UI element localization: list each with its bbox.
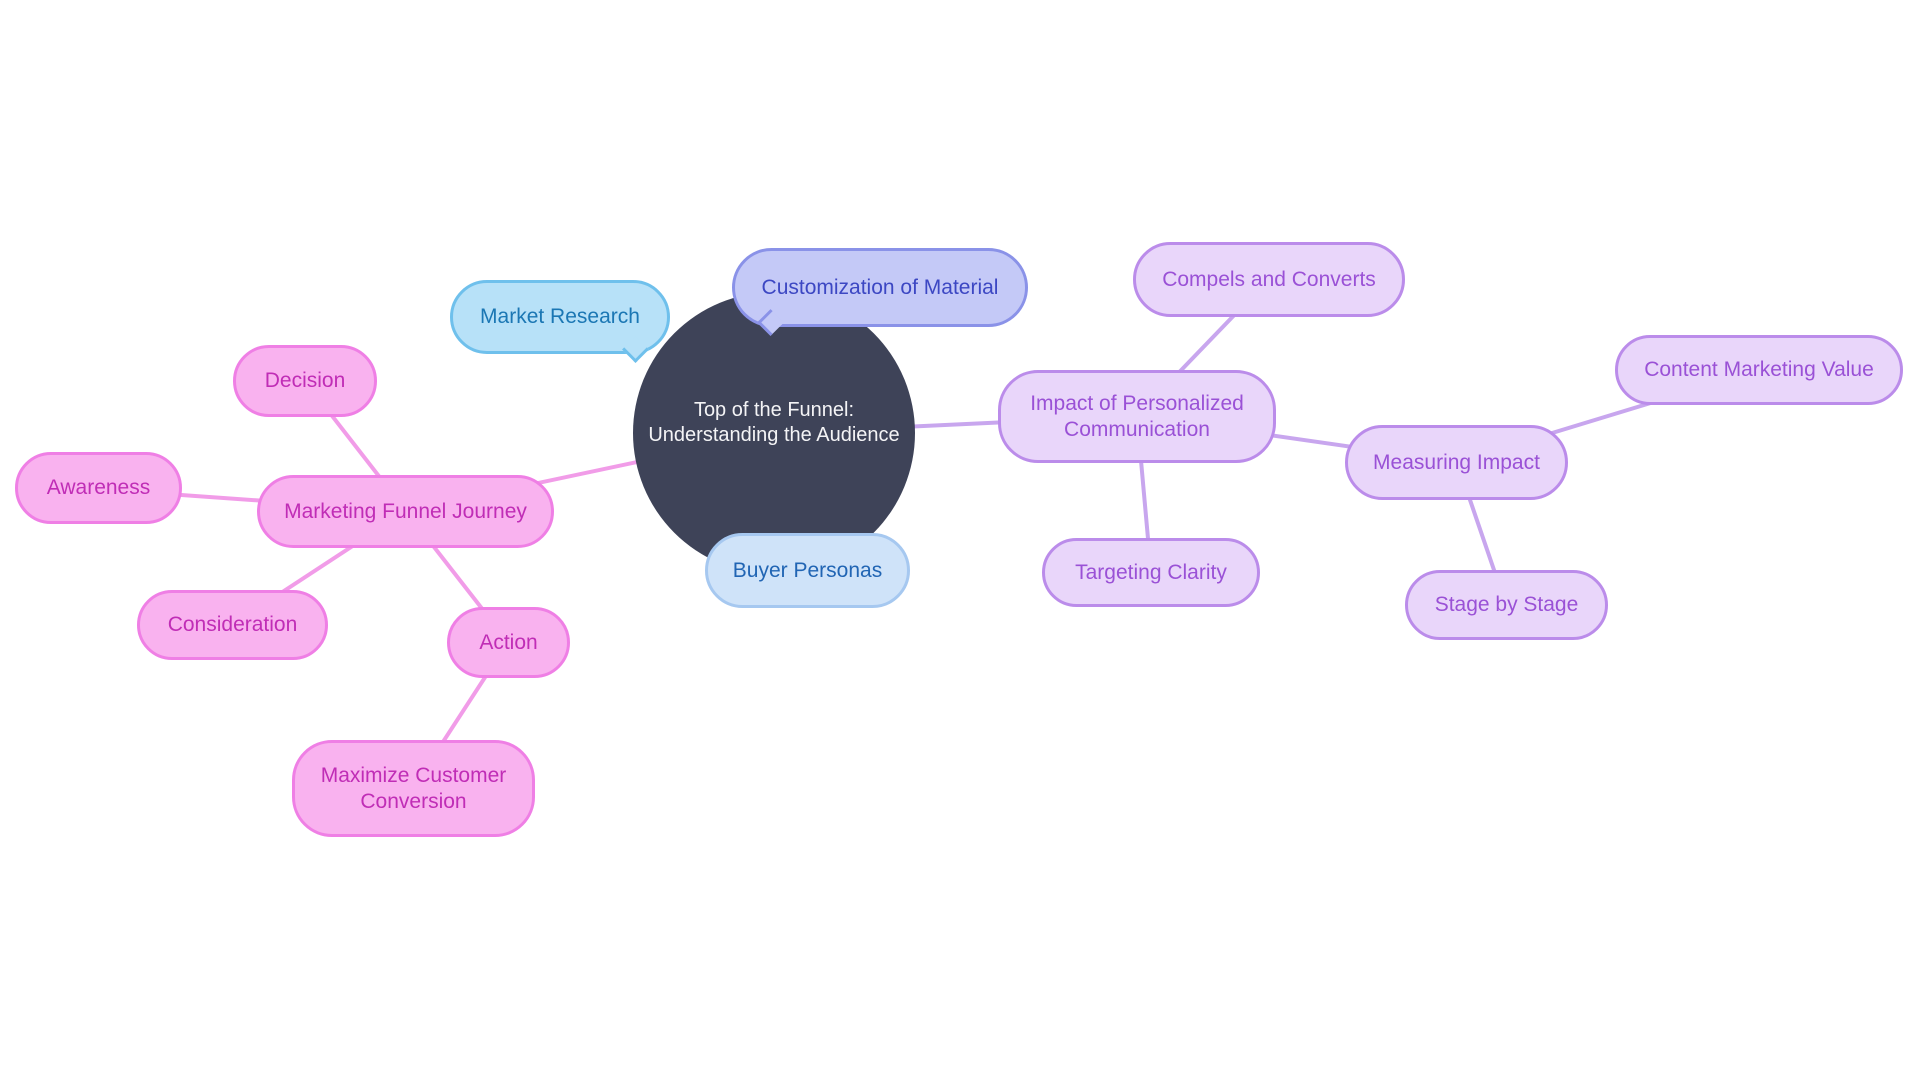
- node-label: Consideration: [167, 613, 298, 637]
- node-label: Impact of Personalized Communication: [1030, 392, 1244, 441]
- node-label: Stage by Stage: [1434, 593, 1579, 617]
- node-market-research[interactable]: Market Research: [450, 280, 670, 354]
- node-awareness[interactable]: Awareness: [15, 452, 182, 524]
- node-buyer-personas[interactable]: Buyer Personas: [705, 533, 910, 608]
- node-stage-by-stage[interactable]: Stage by Stage: [1405, 570, 1608, 640]
- node-label: Compels and Converts: [1162, 267, 1376, 291]
- node-label: Content Marketing Value: [1644, 358, 1874, 382]
- node-label: Maximize Customer Conversion: [320, 764, 507, 813]
- node-label: Marketing Funnel Journey: [284, 499, 527, 523]
- node-label: Targeting Clarity: [1075, 560, 1227, 584]
- node-compels-and-converts[interactable]: Compels and Converts: [1133, 242, 1405, 317]
- node-consideration[interactable]: Consideration: [137, 590, 328, 660]
- node-marketing-funnel-journey[interactable]: Marketing Funnel Journey: [257, 475, 554, 548]
- node-measuring-impact[interactable]: Measuring Impact: [1345, 425, 1568, 500]
- node-maximize-customer-conversion[interactable]: Maximize Customer Conversion: [292, 740, 535, 837]
- node-label: Measuring Impact: [1373, 450, 1540, 474]
- node-content-marketing-value[interactable]: Content Marketing Value: [1615, 335, 1903, 405]
- central-topic-node[interactable]: Top of the Funnel: Understanding the Aud…: [633, 292, 915, 574]
- node-label: Action: [479, 630, 538, 654]
- node-label: Customization of Material: [761, 275, 999, 299]
- node-impact-of-personalized-communication[interactable]: Impact of Personalized Communication: [998, 370, 1276, 463]
- node-label: Decision: [264, 369, 346, 393]
- node-targeting-clarity[interactable]: Targeting Clarity: [1042, 538, 1260, 607]
- node-label: Awareness: [46, 476, 151, 500]
- node-action[interactable]: Action: [447, 607, 570, 678]
- node-customization-of-material[interactable]: Customization of Material: [732, 248, 1028, 327]
- node-label: Market Research: [480, 305, 640, 329]
- node-decision[interactable]: Decision: [233, 345, 377, 417]
- central-topic-label: Top of the Funnel: Understanding the Aud…: [648, 399, 900, 446]
- node-label: Buyer Personas: [732, 558, 883, 582]
